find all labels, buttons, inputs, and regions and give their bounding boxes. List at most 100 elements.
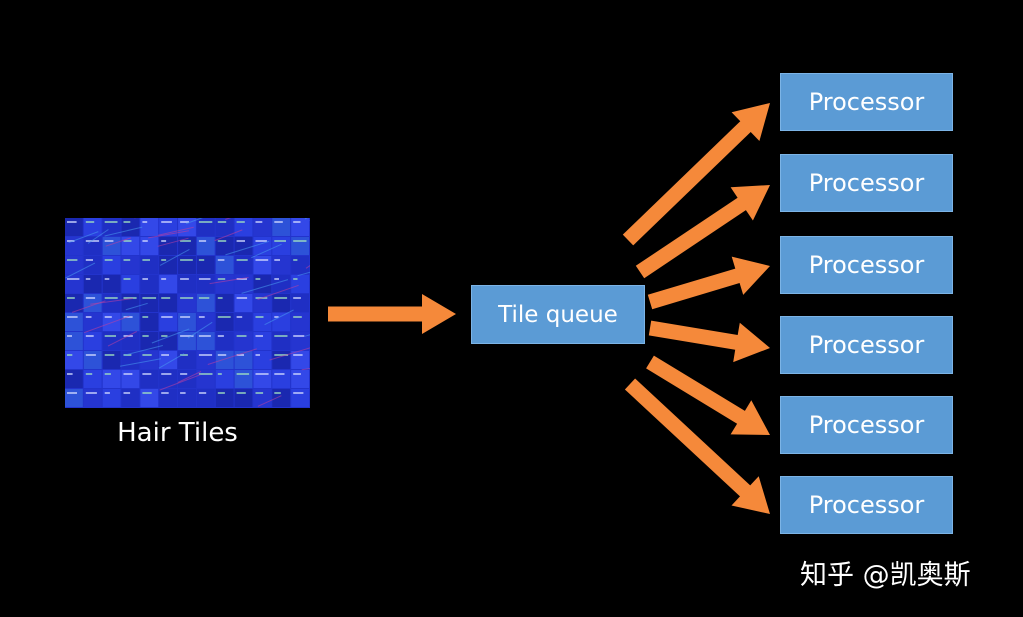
hair-tile-mark <box>236 221 245 223</box>
hair-tile-mark <box>217 221 227 223</box>
hair-tile <box>291 256 309 274</box>
hair-tile-mark <box>198 316 205 318</box>
hair-tile-mark <box>217 278 226 280</box>
hair-strand <box>225 218 232 220</box>
hair-tile <box>272 370 291 388</box>
hair-tile-mark <box>142 278 148 280</box>
hair-tile <box>291 237 309 255</box>
hair-strand <box>84 315 130 334</box>
hair-tile-mark <box>236 316 243 318</box>
hair-strand <box>125 302 148 311</box>
hair-tile <box>196 256 215 274</box>
hair-strand <box>209 277 249 285</box>
hair-tile <box>253 294 272 312</box>
hair-tile <box>253 275 272 293</box>
hair-tile <box>83 332 102 350</box>
hair-tile <box>83 389 102 407</box>
hair-tile-mark <box>161 278 167 280</box>
hair-tile <box>140 370 159 388</box>
hair-tile-mark <box>142 373 152 375</box>
hair-tile <box>234 370 253 388</box>
hair-tile-mark <box>198 392 207 394</box>
hair-tile-mark <box>255 392 264 394</box>
hair-tile <box>215 351 234 369</box>
processor-box-2: Processor <box>780 154 953 212</box>
hair-tile-mark <box>161 373 172 375</box>
hair-tile-mark <box>142 221 148 223</box>
hair-tile-mark <box>217 335 224 337</box>
hair-strand <box>151 328 190 344</box>
hair-tile <box>102 275 121 293</box>
hair-tile <box>121 294 140 312</box>
hair-tile <box>140 275 159 293</box>
hair-tile <box>291 294 309 312</box>
hair-tile <box>215 332 234 350</box>
hair-tile-mark <box>180 297 194 299</box>
hair-tile-mark <box>123 278 131 280</box>
hair-strand <box>148 230 189 239</box>
hair-tile <box>140 313 159 331</box>
hair-tile-mark <box>142 259 150 261</box>
hair-tile-mark <box>123 354 132 356</box>
hair-tile-mark <box>180 392 186 394</box>
hair-tile <box>272 351 291 369</box>
hair-tile <box>291 275 309 293</box>
hair-strand <box>157 237 189 247</box>
hair-tile-mark <box>293 221 301 223</box>
hair-tile <box>272 256 291 274</box>
hair-tile-mark <box>293 335 305 337</box>
hair-tile <box>102 294 121 312</box>
hair-tile-mark <box>274 335 288 337</box>
hair-tile <box>234 275 253 293</box>
hair-tile <box>65 313 83 331</box>
hair-tile-mark <box>293 297 301 299</box>
hair-tile <box>159 389 177 407</box>
hair-tile <box>102 237 121 255</box>
hair-tile-mark <box>198 335 211 337</box>
processor-box-4: Processor <box>780 316 953 374</box>
hair-strand <box>120 358 161 367</box>
hair-tile <box>140 218 159 236</box>
hair-tile-mark <box>142 240 148 242</box>
hair-tile-mark <box>85 259 93 261</box>
hair-tile-mark <box>142 297 157 299</box>
hair-tile <box>272 389 291 407</box>
hair-tile <box>83 275 102 293</box>
hair-tile-mark <box>255 221 263 223</box>
hair-tile <box>253 332 272 350</box>
arrow-queue-to-processor-5 <box>646 355 770 435</box>
hair-tile <box>253 256 272 274</box>
hair-tiles-image <box>65 218 310 408</box>
hair-strand <box>157 226 194 236</box>
hair-tile <box>140 256 159 274</box>
hair-tile <box>234 313 253 331</box>
hair-tile <box>178 389 196 407</box>
hair-tile <box>102 389 121 407</box>
hair-tile-mark <box>161 335 168 337</box>
hair-strand <box>104 226 143 237</box>
hair-tile-mark <box>161 392 169 394</box>
hair-tile <box>83 351 102 369</box>
hair-tile-mark <box>217 392 225 394</box>
hair-tile <box>65 237 83 255</box>
hair-tile-mark <box>274 392 281 394</box>
hair-tile-mark <box>198 221 213 223</box>
hair-tile <box>196 313 215 331</box>
hair-tile-mark <box>67 373 73 375</box>
hair-strand <box>269 347 310 361</box>
hair-strand <box>186 218 203 225</box>
hair-tile <box>65 351 83 369</box>
hair-tile <box>272 218 291 236</box>
hair-tile-mark <box>85 373 93 375</box>
processor-box-1: Processor <box>780 73 953 131</box>
hair-tile-mark <box>293 240 307 242</box>
hair-tile <box>234 237 253 255</box>
hair-tile-mark <box>236 240 245 242</box>
hair-strand <box>301 367 310 371</box>
hair-tile-mark <box>104 354 115 356</box>
hair-tile-mark <box>274 373 285 375</box>
hair-tile <box>196 332 215 350</box>
hair-tile-mark <box>85 335 94 337</box>
hair-tile-mark <box>236 297 248 299</box>
hair-tile-mark <box>217 259 225 261</box>
